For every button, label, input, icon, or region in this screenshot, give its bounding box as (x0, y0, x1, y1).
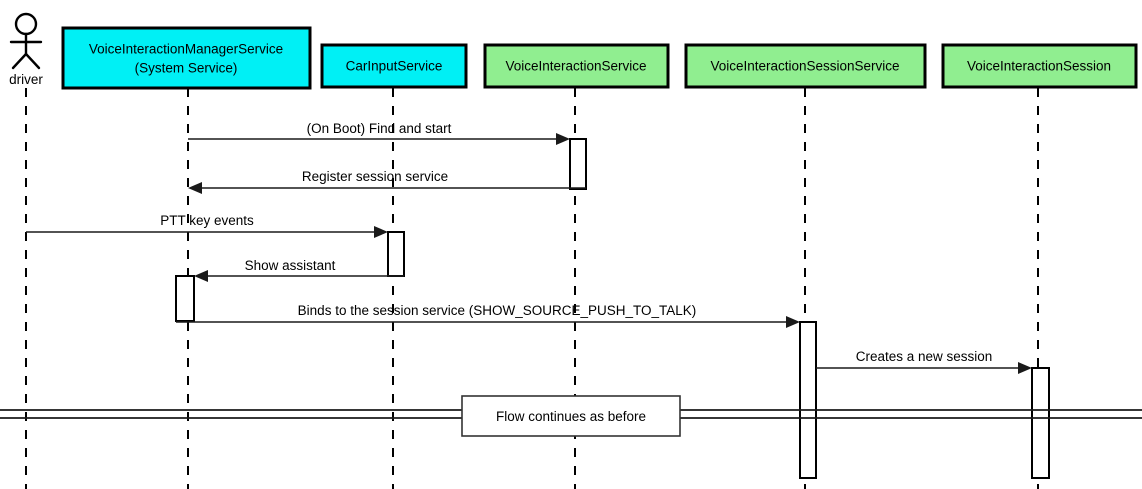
participant-carinput[interactable]: CarInputService (320, 43, 468, 89)
participant-carinput-label: CarInputService (346, 59, 443, 74)
message-2-arrowhead (188, 182, 202, 194)
participant-vims[interactable]: VoiceInteractionManagerService (System S… (61, 26, 312, 90)
activation-bar-carinput (387, 231, 405, 277)
message-6-arrowhead (1018, 362, 1032, 374)
message-1-label: (On Boot) Find and start (307, 121, 452, 136)
participant-vims-label-line2: (System Service) (135, 61, 238, 76)
actor-left-leg-icon (11, 52, 28, 70)
participant-vsess-svc[interactable]: VoiceInteractionSessionService (684, 43, 927, 89)
message-3-arrowhead (374, 226, 388, 238)
participant-vis-label: VoiceInteractionService (505, 59, 646, 74)
message-ptt-key-events[interactable]: PTT key events (26, 213, 388, 238)
participant-vims-label-line1: VoiceInteractionManagerService (89, 42, 283, 57)
activation-bar-vims (175, 275, 195, 322)
message-6-label: Creates a new session (856, 349, 993, 364)
actor-driver[interactable]: driver (9, 12, 43, 87)
activation-bar-vsess (1031, 367, 1050, 479)
message-1-arrowhead (556, 133, 570, 145)
actor-head-icon (14, 12, 38, 36)
participant-vsess-svc-box[interactable] (684, 43, 927, 89)
message-5-label: Binds to the session service (SHOW_SOURC… (298, 303, 697, 318)
note-flow-continues-box[interactable] (461, 395, 681, 437)
participant-vsess-box[interactable] (941, 43, 1138, 89)
message-show-assistant[interactable]: Show assistant (194, 258, 404, 282)
actor-right-leg-icon (24, 52, 41, 70)
message-2-label: Register session service (302, 169, 448, 184)
participant-vsess[interactable]: VoiceInteractionSession (941, 43, 1138, 89)
note-flow-continues-label: Flow continues as before (496, 409, 646, 424)
message-creates-a-new-session[interactable]: Creates a new session (816, 349, 1032, 374)
actor-label: driver (9, 72, 43, 87)
message-4-arrowhead (194, 270, 208, 282)
note-flow-continues[interactable]: Flow continues as before (461, 395, 681, 437)
message-5-arrowhead (786, 316, 800, 328)
participant-vims-box[interactable] (61, 26, 312, 90)
activation-bar-vsess-svc (799, 321, 817, 479)
message-4-label: Show assistant (245, 258, 336, 273)
message-binds-to-session-service[interactable]: Binds to the session service (SHOW_SOURC… (176, 303, 800, 328)
participant-vsess-label: VoiceInteractionSession (967, 59, 1111, 74)
participant-carinput-box[interactable] (320, 43, 468, 89)
participant-vis-box[interactable] (483, 43, 670, 89)
message-register-session-service[interactable]: Register session service (188, 169, 586, 194)
message-3-label: PTT key events (160, 213, 254, 228)
message-on-boot-find-and-start[interactable]: (On Boot) Find and start (188, 121, 570, 145)
activation-bar-vis (569, 138, 587, 190)
participant-vsess-svc-label: VoiceInteractionSessionService (710, 59, 899, 74)
participant-vis[interactable]: VoiceInteractionService (483, 43, 670, 89)
